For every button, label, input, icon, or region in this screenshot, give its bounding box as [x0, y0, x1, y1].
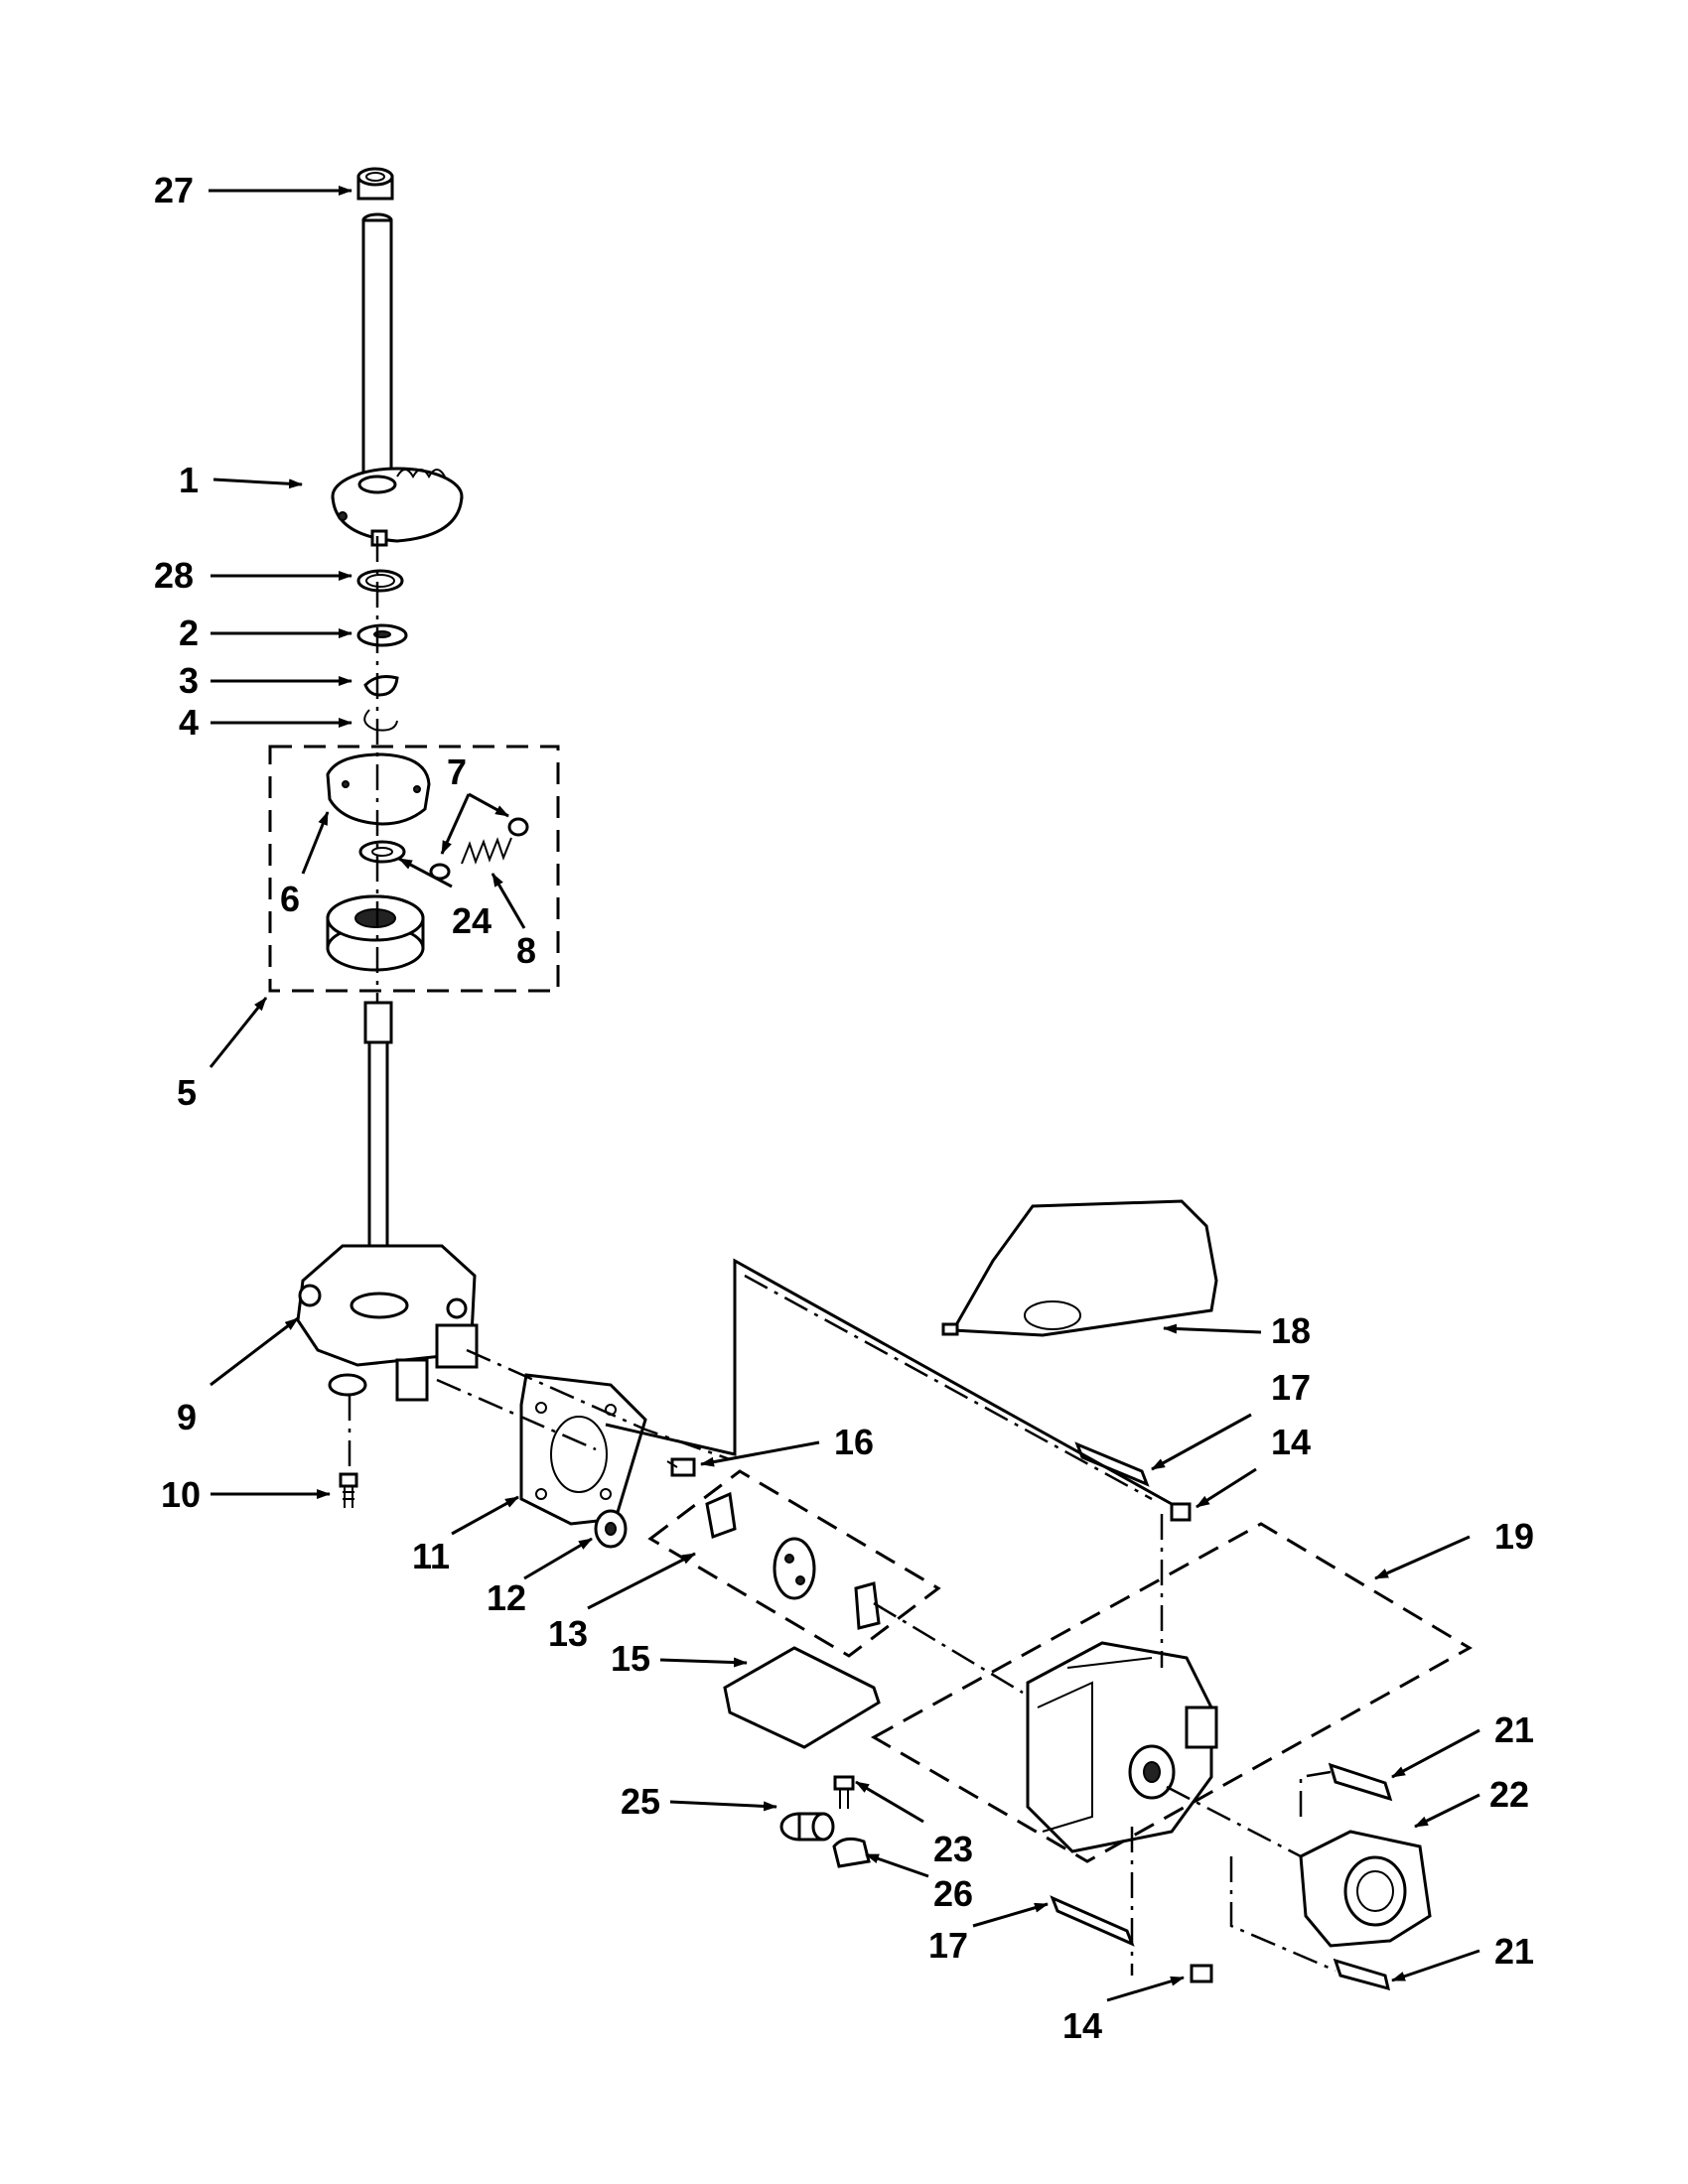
callout-8: 8: [516, 930, 536, 971]
callout-24: 24: [452, 900, 492, 941]
callout-23: 23: [933, 1829, 973, 1869]
callout-12: 12: [487, 1577, 526, 1618]
part-24-cam: [358, 840, 406, 864]
callout-15: 15: [611, 1638, 650, 1679]
part-4-retaining-ring: [363, 709, 398, 732]
part-13-coupling: [705, 1491, 881, 1630]
part-28-ring: [356, 569, 404, 593]
part-17-clip-lower: [1050, 1895, 1135, 1947]
part-22-pump-cover: [1299, 1830, 1432, 1948]
part-11-gasket-plate: [519, 1373, 647, 1526]
callout-21-lower: 21: [1494, 1931, 1534, 1972]
part-14-screw-upper: [1170, 1502, 1192, 1522]
callout-16: 16: [834, 1422, 874, 1462]
part-16-bolt: [666, 1457, 696, 1477]
assembly-19-box: [870, 1522, 1474, 1863]
part-9-gearcase-shaft: [296, 1001, 479, 1402]
part-1-brake-tube-assembly: [331, 212, 464, 547]
callout-18: 18: [1271, 1310, 1311, 1351]
callout-9: 9: [177, 1397, 197, 1437]
connector-lines: [436, 1258, 1336, 1976]
callout-4: 4: [179, 702, 199, 743]
callout-6: 6: [280, 879, 300, 919]
callout-14-lower: 14: [1062, 2005, 1102, 2046]
part-5-brake-drum: [326, 894, 425, 972]
callout-27: 27: [154, 170, 194, 210]
part-8-spring: [461, 837, 512, 865]
assembly-5-box: [268, 745, 560, 993]
callout-13: 13: [548, 1613, 588, 1654]
callout-22: 22: [1489, 1774, 1529, 1815]
callout-2: 2: [179, 613, 199, 653]
part-15-shield: [723, 1646, 881, 1749]
part-14-screw-lower: [1190, 1964, 1213, 1983]
callout-1: 1: [179, 460, 199, 500]
callout-11: 11: [412, 1536, 450, 1576]
callout-19: 19: [1494, 1516, 1534, 1557]
part-18-cover: [941, 1199, 1218, 1337]
leader-arrows: [209, 186, 1480, 2002]
callout-26: 26: [933, 1873, 973, 1914]
part-10-screw: [339, 1472, 358, 1508]
part-3-clip: [363, 675, 399, 697]
part-12-bushing: [594, 1509, 628, 1549]
callout-7: 7: [447, 751, 467, 792]
part-2-washer: [356, 623, 408, 647]
callout-17-lower: 17: [928, 1925, 968, 1966]
callout-10: 10: [161, 1474, 201, 1515]
part-19-motor: [1026, 1641, 1218, 1853]
callout-5: 5: [177, 1072, 197, 1113]
callout-14-upper: 14: [1271, 1422, 1311, 1462]
part-23-screw: [833, 1775, 855, 1809]
callout-21-upper: 21: [1494, 1709, 1534, 1750]
callout-17-upper: 17: [1271, 1367, 1311, 1408]
callout-25: 25: [621, 1781, 660, 1822]
part-21-clip-lower: [1333, 1958, 1391, 1991]
assembly-13-box: [647, 1469, 941, 1658]
part-26-clamp: [832, 1837, 871, 1868]
part-27-seal: [356, 167, 394, 201]
part-25-bushing: [779, 1812, 835, 1842]
part-21-clip-upper: [1328, 1762, 1393, 1802]
callout-3: 3: [179, 660, 199, 701]
callout-28: 28: [154, 555, 194, 596]
